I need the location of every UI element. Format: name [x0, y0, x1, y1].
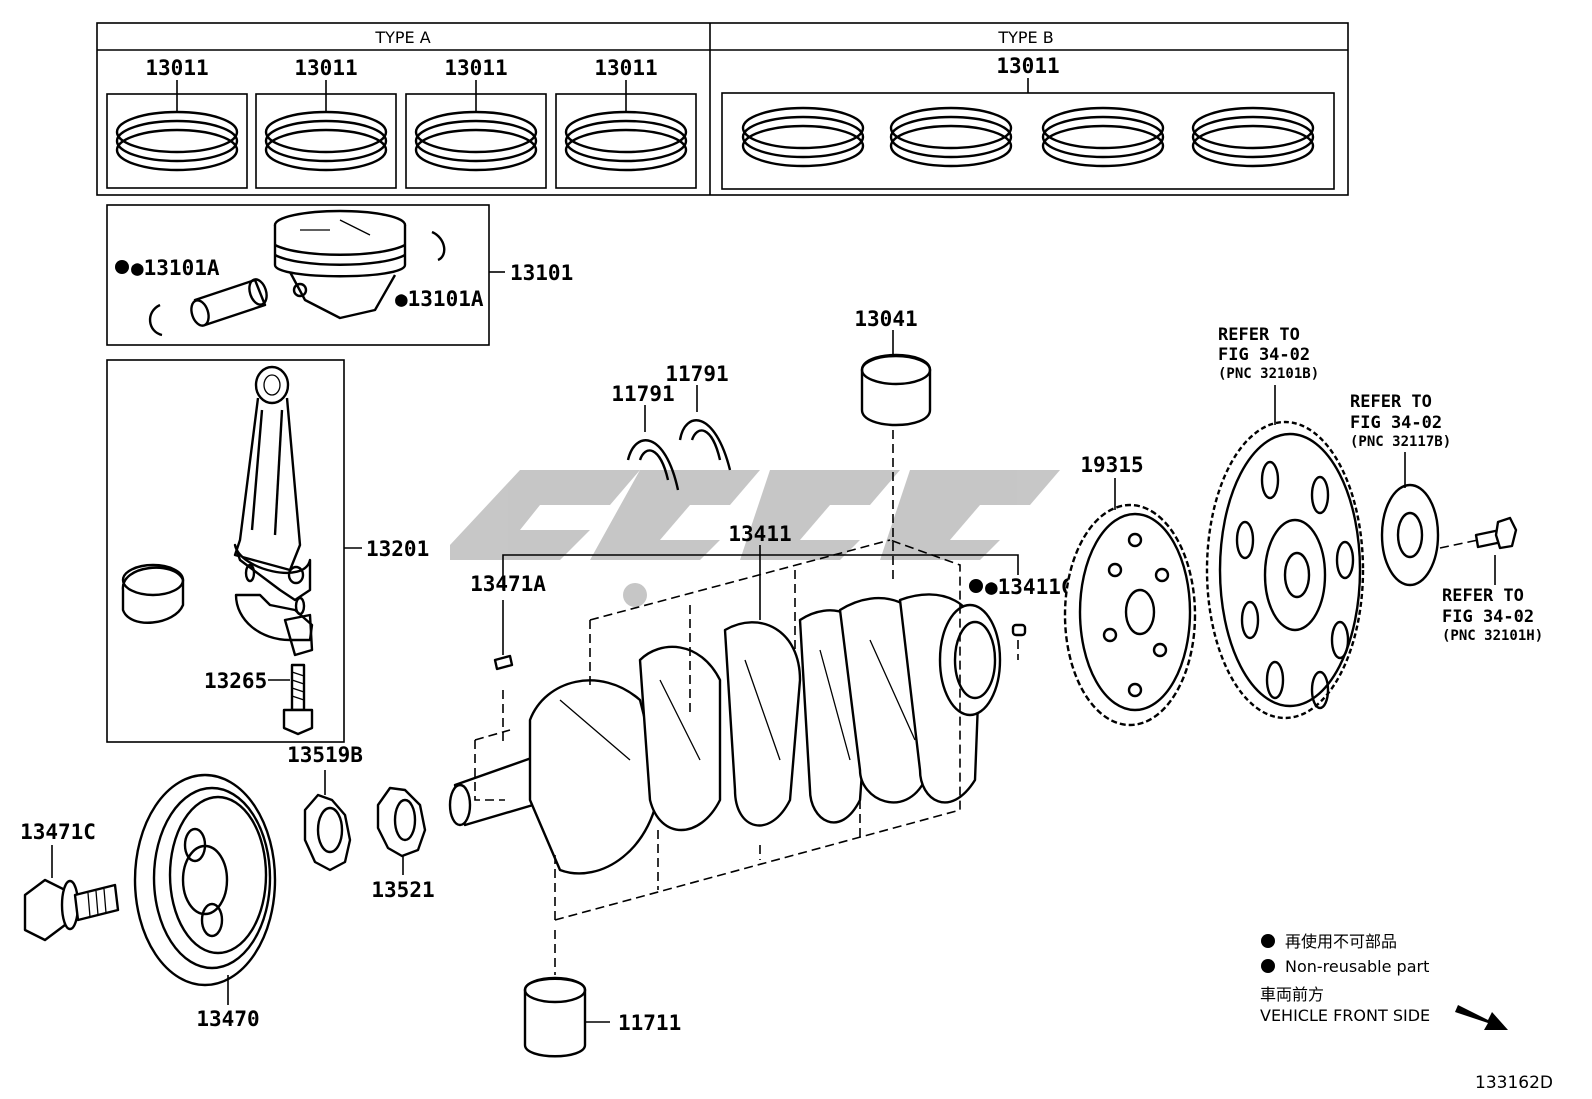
crank-bearing: [860, 353, 932, 427]
piston: [273, 209, 407, 320]
crank-gear: [376, 786, 427, 858]
crank-dashed-outline: [474, 430, 1019, 975]
legend: 再使用不可部品 Non-reusable part 車両前方 VEHICLE F…: [1260, 932, 1508, 1030]
crankshaft: [448, 593, 1002, 875]
ring-set-a1: [115, 110, 239, 172]
label-13265: 13265: [204, 669, 267, 693]
rod-bolt: [282, 663, 314, 736]
svg-text:(PNC 32101H): (PNC 32101H): [1442, 628, 1543, 644]
svg-text:REFER TO: REFER TO: [1442, 586, 1524, 606]
label-13011-a1: 13011: [145, 56, 208, 80]
label-19315: 19315: [1080, 453, 1143, 477]
svg-text:(PNC 32101B): (PNC 32101B): [1218, 366, 1319, 382]
connecting-rod: [233, 365, 314, 657]
label-13101a-right: ●13101A: [395, 287, 484, 311]
piston-ring-table: TYPE A TYPE B: [96, 22, 1349, 196]
ring-set-a4: [564, 110, 688, 172]
piston-pin: [190, 278, 268, 327]
svg-text:REFER TO: REFER TO: [1350, 392, 1432, 412]
label-11711: 11711: [618, 1011, 681, 1035]
thrust-washer-right: [678, 419, 732, 471]
snap-ring-right: [431, 230, 446, 262]
label-13521: 13521: [371, 878, 434, 902]
label-13041: 13041: [854, 307, 917, 331]
svg-text:FIG 34-02: FIG 34-02: [1350, 413, 1442, 433]
thrust-washer-left: [626, 439, 680, 491]
refer-note-ring-gear: REFER TO FIG 34-02 (PNC 32101B): [1218, 325, 1319, 382]
drive-plate: [1063, 503, 1197, 727]
label-13011-a4: 13011: [594, 56, 657, 80]
svg-text:(PNC 32117B): (PNC 32117B): [1350, 434, 1451, 450]
flywheel-ring-gear: [1205, 420, 1365, 720]
crank-sprocket: [303, 793, 352, 872]
label-11791-right: 11791: [665, 362, 728, 386]
main-bearing-lower: [523, 976, 587, 1058]
label-13101: 13101: [510, 261, 573, 285]
label-13471c: 13471C: [20, 820, 96, 844]
svg-text:FIG 34-02: FIG 34-02: [1218, 345, 1310, 365]
legend-front-en: VEHICLE FRONT SIDE: [1260, 1006, 1430, 1025]
refer-note-spacer: REFER TO FIG 34-02 (PNC 32117B): [1350, 392, 1451, 450]
crank-pulley: [133, 773, 277, 987]
label-13411c: ●13411C: [985, 575, 1074, 599]
label-13011-b: 13011: [996, 54, 1059, 78]
label-13470: 13470: [196, 1007, 259, 1031]
label-13101a-left: ●13101A: [131, 256, 220, 280]
ring-set-a2: [264, 110, 388, 172]
label-11791-left: 11791: [611, 382, 674, 406]
label-13011-a3: 13011: [444, 56, 507, 80]
legend-non-reusable-en: Non-reusable part: [1285, 957, 1429, 976]
ring-set-a3: [414, 110, 538, 172]
crank-pin: [1011, 623, 1027, 637]
svg-text:REFER TO: REFER TO: [1218, 325, 1300, 345]
legend-non-reusable-jp: 再使用不可部品: [1285, 932, 1397, 951]
ring-set-b: [741, 106, 1315, 168]
snap-ring-left: [148, 303, 163, 337]
type-a-label: TYPE A: [374, 28, 430, 47]
rod-bearing: [121, 563, 185, 624]
label-13411: 13411: [728, 522, 791, 546]
front-direction-arrow-icon: [1455, 1005, 1508, 1030]
type-b-label: TYPE B: [997, 28, 1053, 47]
svg-text:FIG 34-02: FIG 34-02: [1442, 607, 1534, 627]
connecting-rod-box: 13201 13265: [106, 359, 429, 743]
legend-front-jp: 車両前方: [1260, 985, 1324, 1004]
label-13471a: 13471A: [470, 572, 546, 596]
crank-key: [493, 654, 514, 671]
flywheel-bolt: [1474, 516, 1518, 550]
spacer-plate: [1380, 483, 1440, 587]
label-13519b: 13519B: [287, 743, 363, 767]
label-13011-a2: 13011: [294, 56, 357, 80]
label-13201: 13201: [366, 537, 429, 561]
watermark-logo: [450, 470, 1060, 607]
piston-assembly-box: ●13101A ●13101A 13101: [106, 204, 573, 346]
refer-note-bolt: REFER TO FIG 34-02 (PNC 32101H): [1442, 586, 1543, 644]
pulley-bolt: [23, 878, 120, 942]
figure-id: 133162D: [1475, 1073, 1553, 1093]
